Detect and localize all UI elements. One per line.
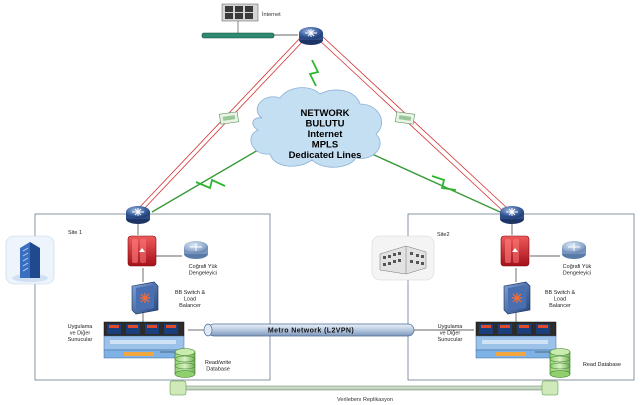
- database-icon: [174, 348, 196, 378]
- tower-icon: [5, 235, 55, 285]
- site1-connectors: [137, 220, 182, 322]
- site2-connectors: [511, 220, 560, 322]
- cloud-label-2: BULUTU: [305, 119, 344, 130]
- metro-network-pipe: [188, 323, 474, 337]
- cloud-icon: [250, 87, 382, 168]
- servers-label-1b: ve Diğer: [70, 331, 91, 337]
- servers-label-2a: Uygulama: [438, 324, 464, 330]
- geo-lb-label-1b: Dengeleyici: [189, 271, 217, 277]
- database-icon: [549, 348, 571, 378]
- workstation-icon: [221, 3, 259, 22]
- cloud-label-4: MPLS: [312, 140, 338, 151]
- firewall-icon: [127, 235, 157, 267]
- internet-label: İnternet: [262, 11, 281, 18]
- replication-label: Verilebenı Replikasyon: [337, 397, 393, 403]
- site1-box: [34, 213, 271, 381]
- wan-links: [136, 35, 508, 213]
- switch-lb-label-1b: Load: [184, 297, 196, 303]
- metro-label: Metro Network (L2VPN): [268, 328, 354, 335]
- server-rack-icon: [103, 321, 185, 359]
- switch-icon: [503, 281, 531, 315]
- lightning-icon: [195, 178, 226, 190]
- internet-lan: [201, 20, 298, 39]
- site1-label: Site 1: [68, 230, 82, 236]
- replication-arrow: [169, 380, 559, 396]
- geo-lb-label-2a: Coğrafi Yük: [563, 264, 592, 270]
- servers-label-2b: ve Diğer: [440, 331, 461, 337]
- switch-icon: [131, 281, 159, 315]
- modem-icon: [395, 111, 415, 125]
- cloud-label-1: NETWORK: [300, 108, 349, 119]
- modem-icon: [219, 111, 239, 125]
- router-icon: [299, 27, 323, 45]
- lightning-icon: [308, 59, 320, 87]
- switch-lb-label-2b: Load: [554, 297, 566, 303]
- router-icon: [126, 206, 150, 224]
- router-icon: [184, 241, 208, 259]
- switch-lb-label-1a: BB Switch &: [175, 290, 206, 296]
- cloud-label-3: Internet: [308, 129, 344, 140]
- building-icon: [371, 235, 435, 281]
- servers-label-1a: Uygulama: [68, 324, 94, 330]
- site2-label: Site2: [437, 232, 450, 238]
- lightning-icon: [431, 175, 457, 191]
- router-icon: [562, 241, 586, 259]
- router-icon: [500, 206, 524, 224]
- switch-lb-label-2a: BB Switch &: [545, 290, 576, 296]
- geo-lb-label-2b: Dengeleyici: [563, 271, 591, 277]
- geo-lb-label-1a: Coğrafi Yük: [189, 264, 218, 270]
- server-rack-icon: [475, 321, 557, 359]
- firewall-icon: [500, 235, 530, 267]
- db-label-1a: Read/write: [205, 360, 231, 366]
- cloud-label-5: Dedicated Lines: [289, 150, 362, 161]
- switch-lb-label-2c: Balancer: [549, 303, 571, 309]
- switch-lb-label-1c: Balancer: [179, 303, 201, 309]
- db-label-2: Read Database: [583, 362, 621, 368]
- servers-label-2c: Sunucular: [438, 337, 463, 343]
- green-links: [151, 149, 501, 213]
- db-label-1b: Database: [206, 367, 230, 373]
- servers-label-1c: Sunucular: [68, 337, 93, 343]
